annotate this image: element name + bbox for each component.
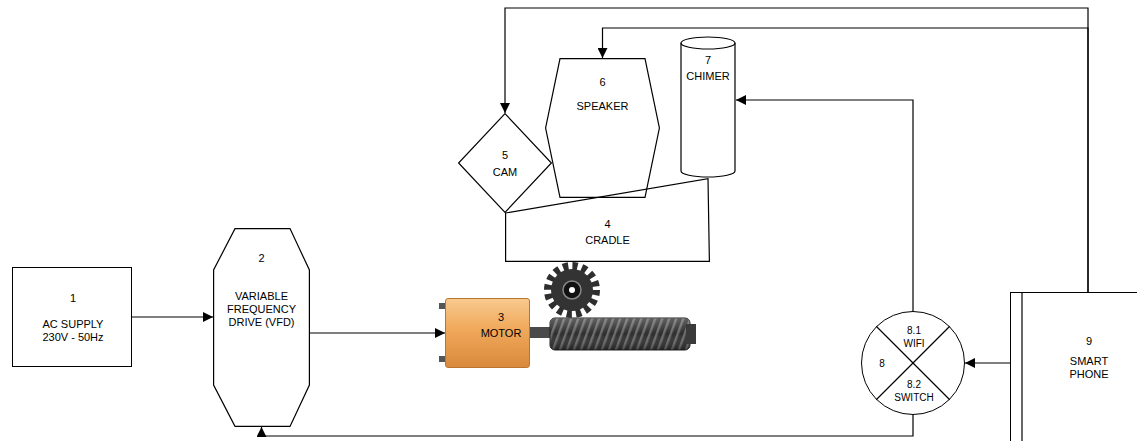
cylinder-body xyxy=(681,43,735,177)
callout-number: 4 xyxy=(565,218,650,231)
connector-arrow xyxy=(603,28,1089,292)
gear-body xyxy=(551,269,593,311)
connector-arrow xyxy=(965,362,1010,363)
worm-screw xyxy=(550,318,690,350)
node-label: AC SUPPLY 230V - 50Hz xyxy=(33,318,113,344)
phone-inner-line xyxy=(1021,293,1022,441)
callout-number: 3 xyxy=(474,311,528,324)
node-label: 8 xyxy=(874,357,890,370)
cam-outline xyxy=(459,114,552,213)
connector-arrow xyxy=(505,8,1088,292)
connector-arrow xyxy=(262,415,914,436)
callout-number: 9 xyxy=(1064,335,1114,348)
drive-block: 2VARIABLE FREQUENCY DRIVE (VFD) xyxy=(213,228,310,427)
node-label: SMART PHONE xyxy=(1064,355,1114,381)
node-label: CHIMER xyxy=(682,70,734,83)
speaker-outline xyxy=(546,59,660,198)
connector-arrow xyxy=(310,332,445,333)
cradle-frame xyxy=(506,179,710,262)
cylinder-top xyxy=(681,37,735,49)
gear-bore xyxy=(569,287,575,293)
connector-arrow xyxy=(736,100,913,311)
smartphone-box: 9SMART PHONE xyxy=(1010,292,1137,441)
node-label: 8.2 SWITCH xyxy=(892,378,936,404)
node-label: SPEAKER xyxy=(563,100,642,113)
connector-arrow xyxy=(132,316,213,317)
shape-outline xyxy=(458,113,552,213)
callout-number: 2 xyxy=(221,252,302,265)
motor-body: 3MOTOR xyxy=(445,298,530,368)
node-label: MOTOR xyxy=(474,327,528,340)
node-label: 8.1 WIFI xyxy=(899,324,929,350)
drive-outline xyxy=(214,229,310,427)
wifi-switch-circle: 8.1 WIFI 88.2 SWITCH xyxy=(861,311,965,415)
callout-number: 6 xyxy=(563,76,642,89)
node-label: VARIABLE FREQUENCY DRIVE (VFD) xyxy=(221,290,302,329)
callout-number: 5 xyxy=(478,149,532,162)
node-label: CAM xyxy=(478,166,532,179)
worm-shading xyxy=(550,318,690,350)
gear-hub xyxy=(563,281,581,299)
supply-box: 1 AC SUPPLY 230V - 50Hz xyxy=(12,267,132,367)
cradle-outline: 4CRADLE xyxy=(505,178,710,262)
callout-number: 1 xyxy=(23,292,123,305)
speaker-hexagon: 6SPEAKER xyxy=(545,58,660,198)
node-label: CRADLE xyxy=(565,234,650,247)
callout-number: 7 xyxy=(682,54,734,67)
worm-end xyxy=(686,324,696,344)
motor-shaft xyxy=(530,327,552,338)
chimer-cylinder: 7CHIMER xyxy=(680,36,736,178)
gear-teeth xyxy=(548,266,596,314)
cam-diamond: 5CAM xyxy=(458,113,552,213)
